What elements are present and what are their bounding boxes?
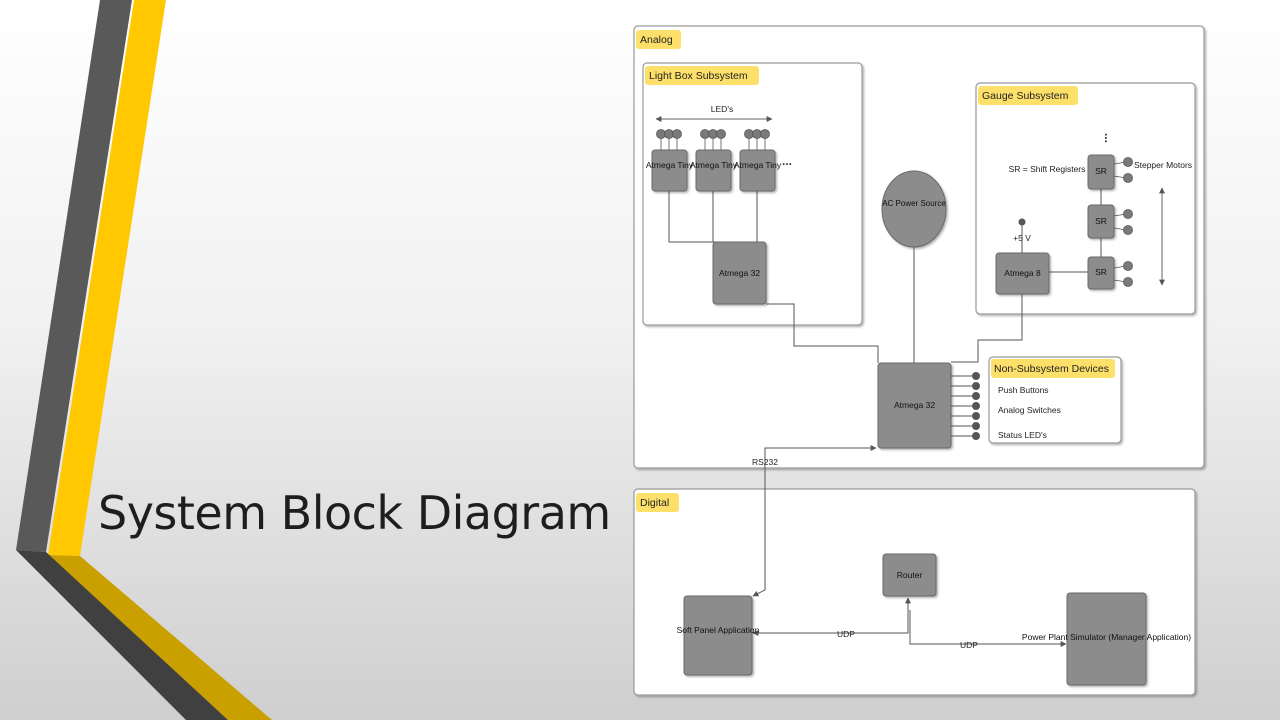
shift-register-3: SR — [1087, 256, 1115, 290]
stepper-motor-icon — [1123, 209, 1133, 219]
stepper-motor-icon — [1123, 261, 1133, 271]
digital-tag — [636, 493, 679, 512]
simulator-label: Power Plant Simulator (Manager Applicati… — [1022, 632, 1191, 642]
light-box-tag — [645, 66, 759, 85]
pin-icon — [972, 422, 980, 430]
pin-icon — [972, 382, 980, 390]
udp-link-left — [752, 597, 911, 636]
svg-text:Atmega Tiny: Atmega Tiny — [646, 160, 694, 170]
device-push-buttons: Push Buttons — [998, 385, 1049, 395]
svg-text:Soft Panel Application: Soft Panel Application — [677, 625, 760, 635]
gauge-more: ... — [1102, 133, 1116, 143]
slide-title: System Block Diagram — [98, 486, 611, 540]
sr-note-text: SR = Shift Registers — [1009, 164, 1086, 174]
non-subsystem-tag — [991, 359, 1115, 378]
stepper-motor-icon — [1123, 173, 1133, 183]
router: Router — [882, 553, 937, 597]
gauge-label: Gauge Subsystem — [982, 90, 1069, 102]
atmega-8: Atmega 8 — [995, 252, 1050, 295]
stripe-dark-lower — [16, 550, 228, 720]
atmega-tiny-1: Atmega Tiny — [646, 149, 694, 192]
stripe-dark-upper — [16, 0, 132, 552]
atmega-8-label: Atmega 8 — [1004, 268, 1041, 278]
gauge-tag — [978, 86, 1078, 105]
svg-text:Power Plant Simulator (Manager: Power Plant Simulator (Manager Applicati… — [1022, 632, 1191, 642]
stepper-motors-text: Stepper Motors — [1134, 160, 1192, 170]
shift-register-1: SR — [1087, 154, 1115, 190]
analog-label: Analog — [640, 34, 673, 46]
ac-power-label: AC Power Source — [882, 199, 946, 208]
light-box-subsystem — [642, 62, 863, 326]
light-box-more: ... — [782, 154, 792, 168]
shift-register-2: SR — [1087, 204, 1115, 239]
sr-label: SR — [1095, 267, 1107, 277]
ac-power-source — [881, 170, 947, 248]
stepper-motor-icon — [1123, 225, 1133, 235]
wire-lightbox-to-main — [766, 303, 879, 363]
led-icon — [672, 129, 682, 139]
soft-panel-label: Soft Panel Application — [677, 625, 760, 635]
leds-label: LED's — [711, 104, 733, 114]
svg-text:Atmega Tiny: Atmega Tiny — [734, 160, 782, 170]
atmega-32-lightbox — [712, 241, 767, 305]
non-subsystem-devices — [988, 356, 1122, 444]
non-subsystem-label: Non-Subsystem Devices — [994, 363, 1109, 375]
atmega-32-main-label: Atmega 32 — [894, 400, 935, 410]
udp-right-label: UDP — [960, 640, 978, 650]
stripe-gold-lower — [48, 555, 272, 720]
digital-label: Digital — [640, 497, 669, 509]
atmega-tiny-3: Atmega Tiny — [734, 149, 782, 192]
atmega-tiny-2: Atmega Tiny — [690, 149, 738, 192]
decorative-stripes — [16, 0, 272, 720]
soft-panel-application: Soft Panel Application — [677, 595, 760, 676]
pin-icon — [972, 372, 980, 380]
stepper-motor-icon — [1123, 277, 1133, 287]
tiny-chip-label: Atmega Tiny — [734, 160, 782, 170]
analog-tag — [636, 30, 681, 49]
wire-gauge-to-main — [951, 294, 1023, 363]
stepper-motors-label: Stepper Motors — [1134, 160, 1192, 170]
led-icon — [716, 129, 726, 139]
udp-left-label: UDP — [837, 629, 855, 639]
router-label: Router — [897, 570, 923, 580]
stripe-yellow — [48, 0, 166, 556]
tiny-chip-label: Atmega Tiny — [690, 160, 738, 170]
udp-link-right — [909, 610, 1067, 647]
led-icon — [760, 129, 770, 139]
sr-label: SR — [1095, 166, 1107, 176]
stepper-motor-icon — [1123, 157, 1133, 167]
wire-tiny-to-atmega32 — [668, 191, 758, 243]
voltage-node-icon — [1018, 218, 1026, 226]
sr-note: SR = Shift Registers — [1009, 164, 1086, 174]
power-plant-simulator: Power Plant Simulator (Manager Applicati… — [1022, 592, 1191, 686]
atmega-32-lightbox-label: Atmega 32 — [719, 268, 760, 278]
pin-icon — [972, 392, 980, 400]
device-status-leds: Status LED's — [998, 430, 1047, 440]
wire-sr-chain — [1049, 189, 1102, 273]
voltage-label: +5 V — [1013, 233, 1031, 243]
led-cluster — [656, 129, 770, 150]
device-analog-switches: Analog Switches — [998, 405, 1061, 415]
light-box-label: Light Box Subsystem — [649, 70, 748, 82]
pin-icon — [972, 402, 980, 410]
device-pins — [951, 372, 980, 440]
svg-text:AC Power Source: AC Power Source — [882, 199, 946, 208]
sr-label: SR — [1095, 216, 1107, 226]
pin-icon — [972, 432, 980, 440]
rs232-link — [752, 445, 877, 597]
stepper-motor-outputs — [1113, 157, 1133, 287]
svg-text:Atmega Tiny: Atmega Tiny — [690, 160, 738, 170]
rs232-label: RS232 — [752, 457, 778, 467]
pin-icon — [972, 412, 980, 420]
tiny-chip-label: Atmega Tiny — [646, 160, 694, 170]
